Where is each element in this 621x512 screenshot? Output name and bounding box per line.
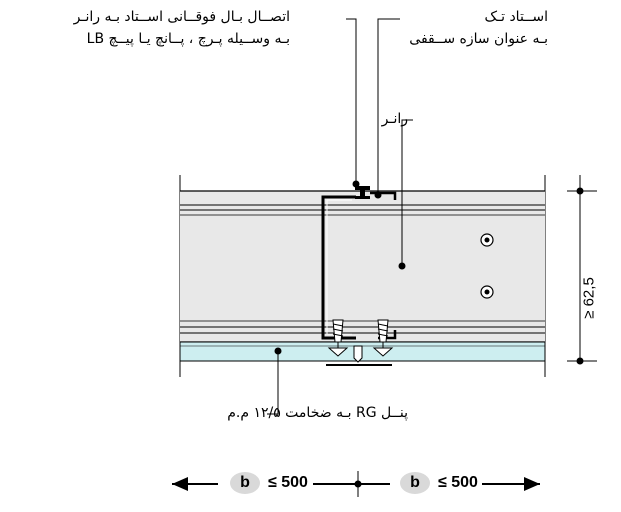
top-connection-label-line2: بـه وســیله پـرچ ، پــانچ یـا پیــچ LB <box>86 31 290 47</box>
height-dim-bottom-dot <box>576 357 584 365</box>
screw-left <box>327 319 349 357</box>
spacing-arrow-left <box>172 477 188 491</box>
spacing-center-dot <box>354 480 362 488</box>
panel-leader <box>267 351 279 415</box>
rivet-tail <box>355 196 370 199</box>
single-stud-label-line2: بـه عنوان سازه ســقفی <box>409 31 548 47</box>
height-dimension-label: ≥ 62,5 <box>580 277 598 319</box>
top-connection-label-line1: اتصــال بـال فوقــانی اســتاد بـه رانـر <box>73 9 290 25</box>
runner-profile <box>180 191 545 342</box>
spacing-label-left: b ≤ 500 <box>230 471 308 495</box>
spacing-label-right: b ≤ 500 <box>400 471 478 495</box>
spacing-symbol-left: b <box>230 472 260 494</box>
top-connection-leader <box>346 18 357 184</box>
spacing-value-left: ≤ 500 <box>268 474 308 491</box>
spacing-symbol-right: b <box>400 472 430 494</box>
spacing-value-right: ≤ 500 <box>438 474 478 491</box>
single-stud-leader <box>377 18 400 195</box>
single-stud-label-line1: اســتاد تـک <box>484 9 548 25</box>
fastening-hole-upper <box>480 233 494 247</box>
panel-label: پنــل RG بـه ضخامت ۱۲/۵ م.م <box>227 405 408 421</box>
screw-right <box>372 319 394 357</box>
rivet-shank <box>360 189 365 197</box>
fastening-hole-lower <box>480 285 494 299</box>
spacing-arrow-right <box>524 477 540 491</box>
rivet-head <box>355 186 370 190</box>
center-screw <box>353 345 363 363</box>
runner-label: رانـر <box>381 111 408 127</box>
runner-leader <box>401 119 413 266</box>
